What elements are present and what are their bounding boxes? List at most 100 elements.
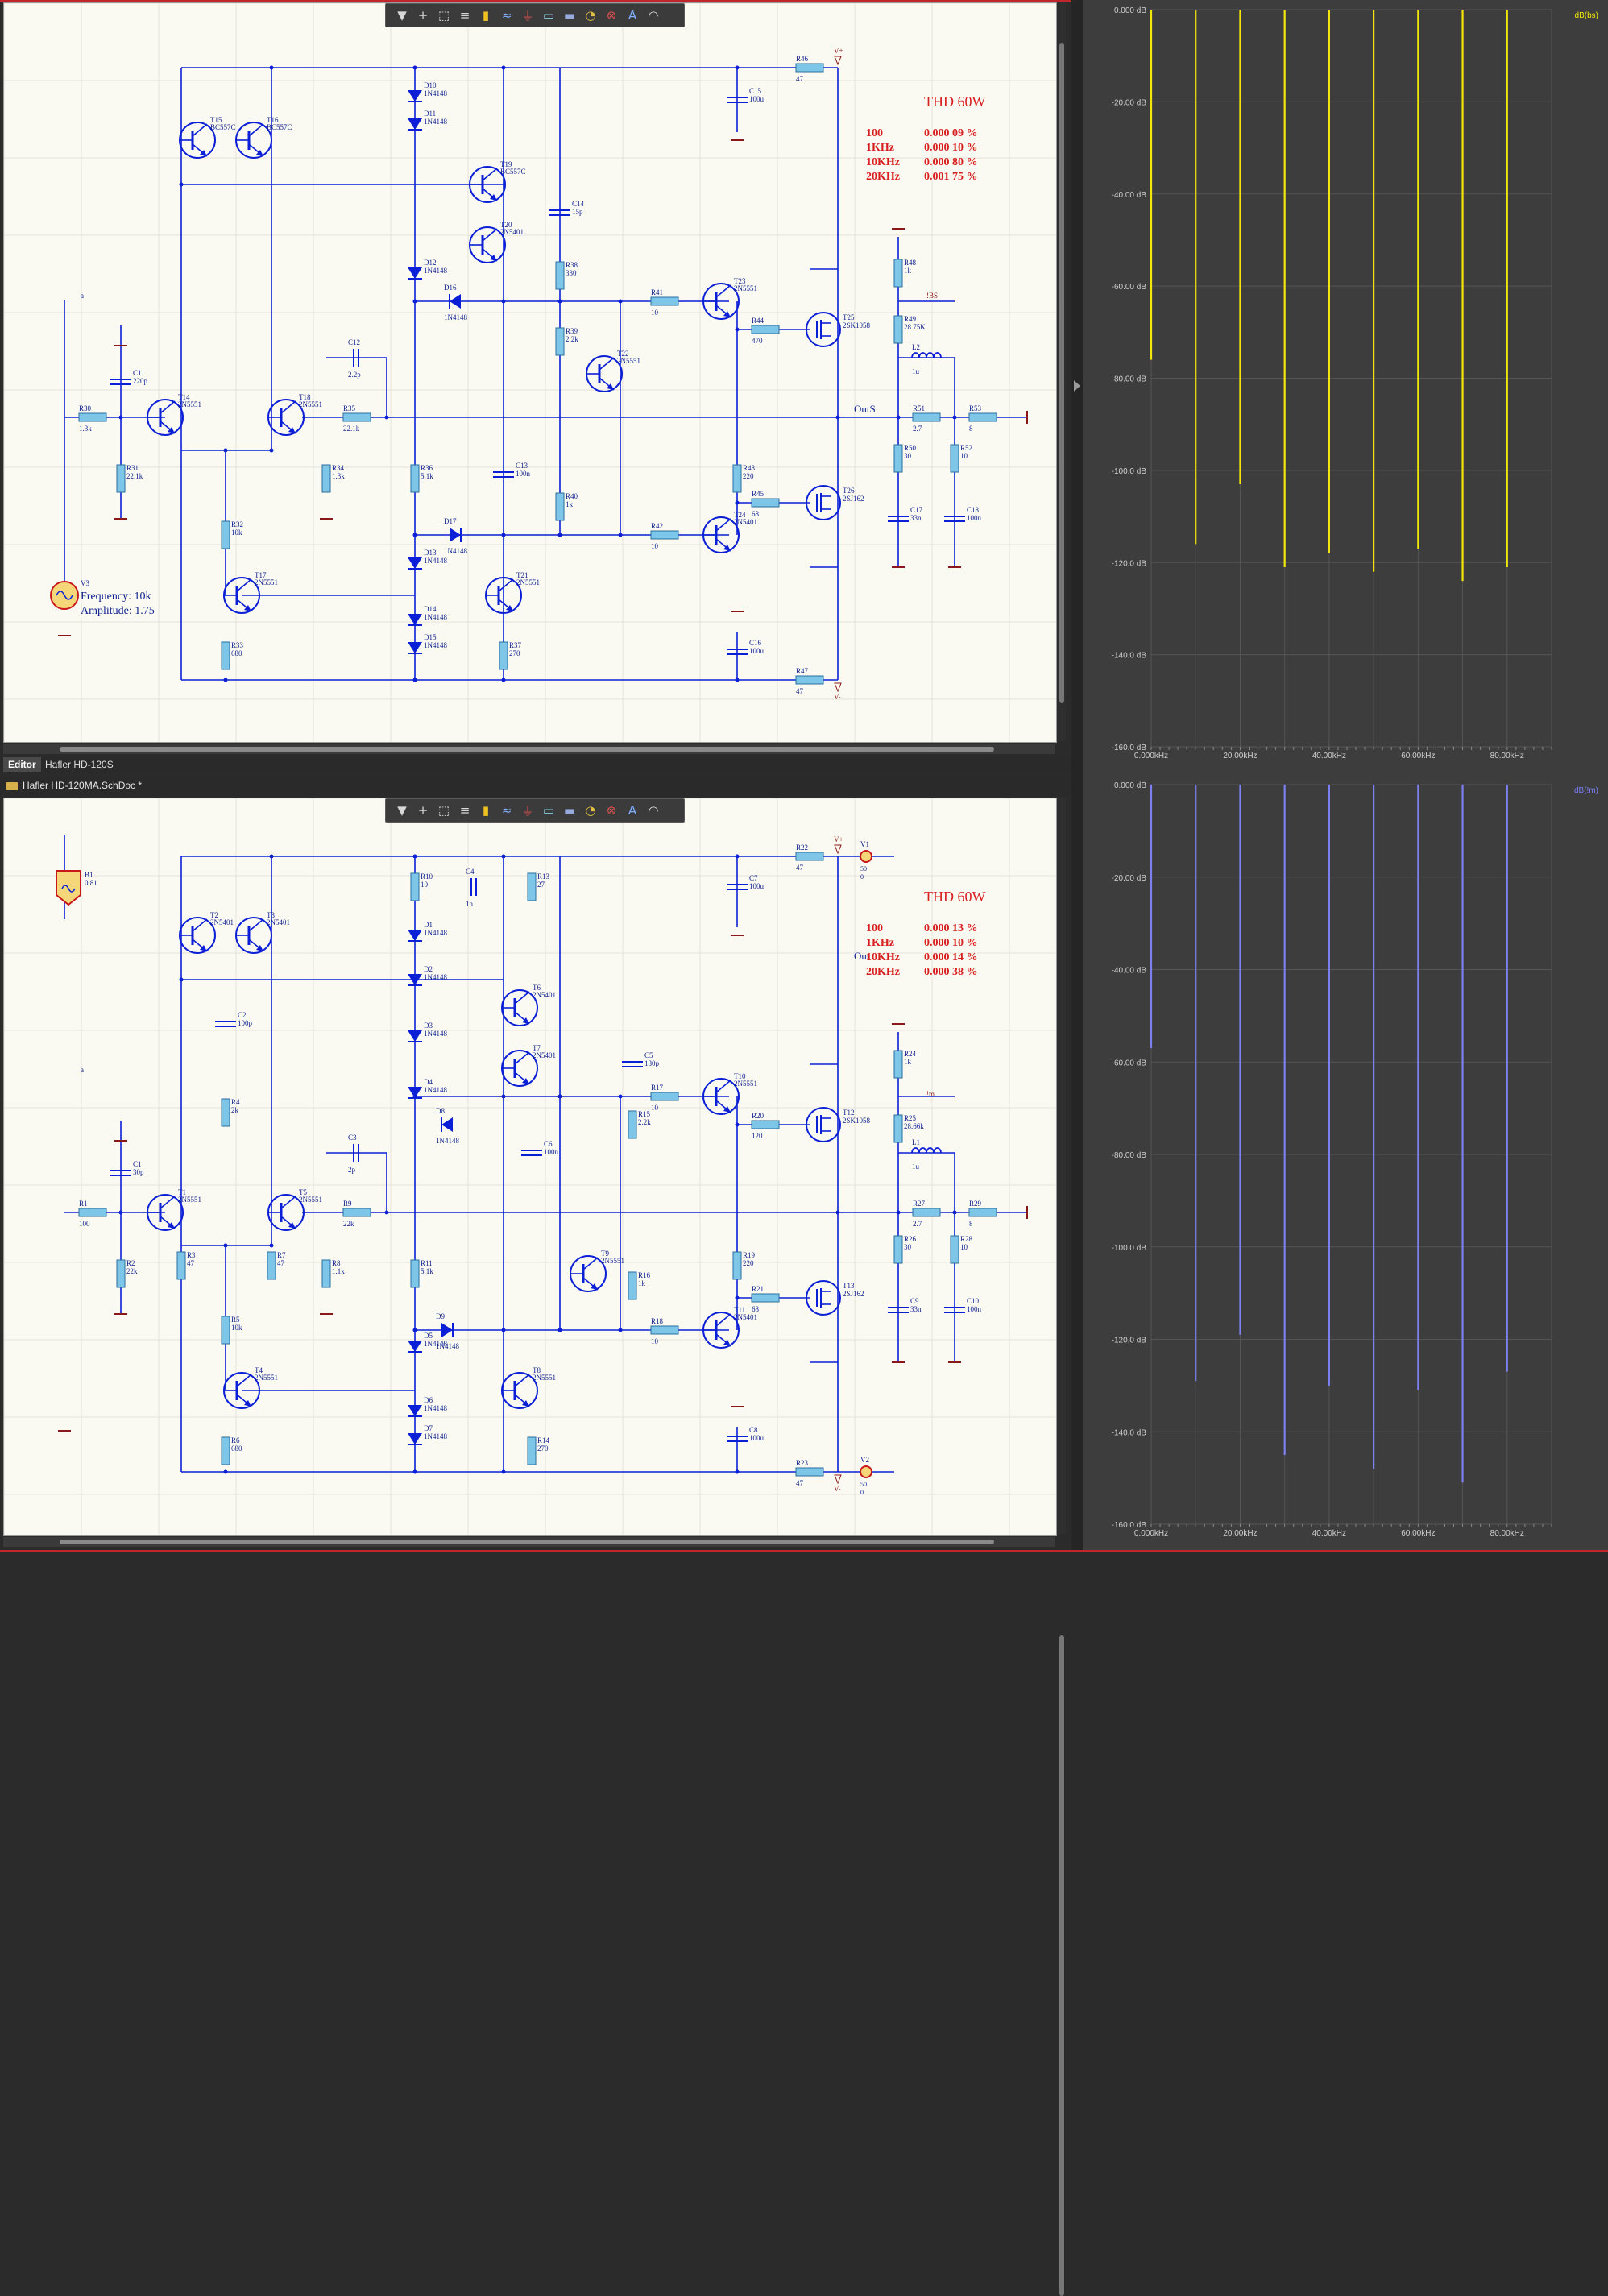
thd-table-value: 0.000 10 % <box>924 142 978 154</box>
resistor-r14-value: 270 <box>537 1444 549 1453</box>
source-frequency: Frequency: 10k <box>81 591 151 603</box>
diode-d3-ref: D3 <box>424 1022 433 1030</box>
tab-editor[interactable]: Editor <box>3 757 41 772</box>
capacitor-c15-ref: C15 <box>749 87 762 95</box>
diode-d17-type: 1N4148 <box>444 547 467 555</box>
horizontal-scrollbar-top[interactable] <box>3 744 1055 754</box>
capacitor-c7-ref: C7 <box>749 874 758 882</box>
vminus-label: V- <box>834 693 841 701</box>
junction-dot <box>269 854 274 859</box>
junction-dot <box>835 415 840 420</box>
text-icon[interactable]: A <box>628 8 637 23</box>
thd-table-freq: 1KHz <box>866 937 894 949</box>
bus-icon[interactable]: ≈ <box>501 803 512 818</box>
y-tick-label: -60.00 dB <box>1112 1059 1147 1067</box>
diode-d12-ref: D12 <box>424 259 437 267</box>
supply-source-icon <box>860 850 872 863</box>
diode-d11-body <box>408 118 422 130</box>
arc-icon[interactable]: ◠ <box>648 8 659 23</box>
component-icon[interactable]: ▮ <box>482 8 490 23</box>
component-icon[interactable]: ▮ <box>482 803 490 818</box>
bus-icon[interactable]: ≈ <box>501 8 512 23</box>
diode-d13-body <box>408 557 422 569</box>
filter-icon[interactable]: ▼ <box>397 8 407 23</box>
arc-icon[interactable]: ◠ <box>648 803 659 818</box>
diode-d8-type: 1N4148 <box>436 1137 459 1145</box>
resistor-r4-value: 2k <box>231 1106 239 1114</box>
transistor-t8-lead <box>514 1374 530 1387</box>
resistor-r29-value: 8 <box>969 1220 973 1228</box>
thd-table-freq: 100 <box>866 127 883 139</box>
vertical-scrollbar-top[interactable] <box>1058 2 1066 741</box>
transistor-t8-type: 2N5551 <box>533 1374 556 1382</box>
net-icon[interactable]: ▬ <box>563 8 576 23</box>
select-rect-icon[interactable]: ⬚ <box>437 803 450 818</box>
resistor-r20-ref: R20 <box>752 1112 765 1120</box>
resistor-r18-ref: R18 <box>651 1317 664 1325</box>
resistor-r2-ref: R2 <box>126 1259 135 1267</box>
tag-icon[interactable]: ◔ <box>585 8 596 23</box>
port-icon[interactable]: ▭ <box>542 8 555 23</box>
tag-icon[interactable]: ◔ <box>585 803 596 818</box>
probe-icon[interactable]: ⊗ <box>606 803 617 818</box>
transistor-t4-type: 2N5551 <box>255 1374 278 1382</box>
junction-dot <box>501 299 506 304</box>
transistor-t26-type: 2SJ162 <box>843 495 864 503</box>
schematic-toolbar-bottom: ▼ + ⬚ ≡ ▮ ≈ ⏚ ▭ ▬ ◔ ⊗ A ◠ <box>385 798 685 823</box>
tab-project[interactable]: Hafler HD-120S <box>45 759 114 770</box>
net-icon[interactable]: ▬ <box>563 803 576 818</box>
transistor-t7-arrow <box>522 1078 529 1084</box>
capacitor-c11-value: 220p <box>133 377 148 385</box>
document-bar: Hafler HD-120MA.SchDoc * <box>0 775 1071 796</box>
document-name[interactable]: Hafler HD-120MA.SchDoc * <box>23 780 143 791</box>
resistor-r46-body <box>795 63 824 73</box>
scroll-thumb[interactable] <box>60 1540 994 1544</box>
select-rect-icon[interactable]: ⬚ <box>437 8 450 23</box>
diode-d8-body <box>441 1117 453 1132</box>
resistor-r36-value: 5.1k <box>421 472 433 480</box>
transistor-t21-lead <box>498 578 514 592</box>
capacitor-c15-value: 100u <box>749 95 765 103</box>
resistor-r52-value: 10 <box>960 452 968 460</box>
junction-dot <box>384 1210 389 1215</box>
filter-icon[interactable]: ▼ <box>397 803 407 818</box>
text-icon[interactable]: A <box>628 803 637 818</box>
panel-splitter[interactable] <box>1071 0 1083 1552</box>
capacitor-c6-ref: C6 <box>544 1140 553 1148</box>
transistor-t9-type: 2N5551 <box>601 1257 624 1265</box>
resistor-r11-body <box>410 1259 420 1288</box>
scroll-thumb[interactable] <box>60 747 994 752</box>
scroll-thumb[interactable] <box>1059 43 1064 703</box>
x-tick-label: 40.00kHz <box>1312 1529 1346 1538</box>
resistor-r19-body <box>732 1251 742 1280</box>
junction-dot <box>269 65 274 70</box>
scroll-thumb[interactable] <box>1059 1635 1064 2296</box>
vertical-scrollbar-bottom[interactable] <box>1058 798 1066 2296</box>
expand-arrow-icon[interactable] <box>1074 380 1080 392</box>
junction-dot <box>896 1210 901 1215</box>
resistor-r46-value: 47 <box>796 75 804 83</box>
align-icon[interactable]: ≡ <box>459 8 470 23</box>
plus-icon[interactable]: + <box>417 8 429 23</box>
transistor-t16-lead <box>248 123 264 137</box>
transistor-t12-type: 2SK1058 <box>843 1117 871 1125</box>
ground-icon[interactable]: ⏚ <box>521 803 534 819</box>
y-tick-label: -20.00 dB <box>1112 98 1147 107</box>
align-icon[interactable]: ≡ <box>459 803 470 818</box>
diode-d4-type: 1N4148 <box>424 1086 447 1094</box>
transistor-t17-ref: T17 <box>255 571 267 579</box>
x-tick-label: 60.00kHz <box>1401 1529 1435 1538</box>
transistor-t23-arrow <box>723 311 731 317</box>
capacitor-c16-value: 100u <box>749 647 765 655</box>
resistor-r24-value: 1k <box>904 1058 912 1066</box>
probe-icon[interactable]: ⊗ <box>606 8 617 23</box>
plus-icon[interactable]: + <box>417 803 429 818</box>
y-tick-label: 0.000 dB <box>1114 6 1146 15</box>
ground-icon[interactable]: ⏚ <box>521 8 534 23</box>
capacitor-c1-ref: C1 <box>133 1160 142 1168</box>
junction-dot <box>735 678 740 682</box>
horizontal-scrollbar-bottom[interactable] <box>3 1537 1055 1547</box>
port-icon[interactable]: ▭ <box>542 803 555 818</box>
